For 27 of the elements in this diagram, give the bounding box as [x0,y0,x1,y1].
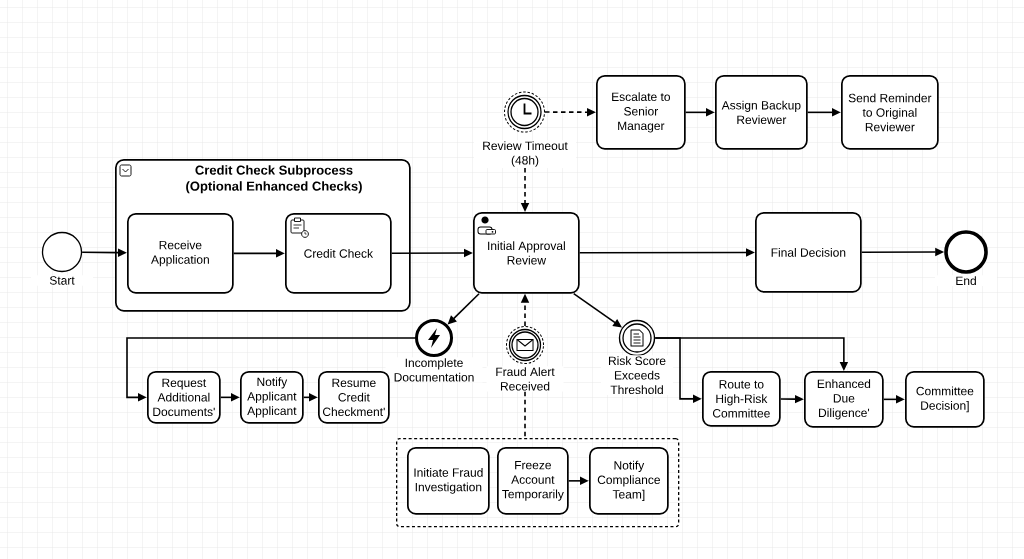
task-box: Escalate to Senior Manager [596,75,686,150]
task-box: Initiate Fraud Investigation [407,447,490,515]
event-label: Start [31,275,93,286]
task-box: Notify Applicant Applicant [240,371,304,424]
arrow [572,292,622,328]
group-box [396,438,680,528]
connector-line [524,390,526,439]
task-box: Initial Approval Review [473,212,580,294]
task-box: Assign Backup Reviewer [715,75,808,150]
task-box: Receive Application [127,213,234,294]
task-box: Credit Check [285,213,392,294]
event-label: Fraud Alert Received [486,366,564,392]
event-label: Review Timeout (48h) [474,140,576,168]
event-label: End [935,275,997,286]
task-box: Notify Compliance Team] [589,447,669,515]
task-box: Final Decision [755,212,862,293]
task-box: Request Additional Documents' [147,371,221,424]
task-box: Route to High-Risk Committee [702,371,781,427]
event-label: Incomplete Documentation [385,357,483,383]
task-box: Send Reminder to Original Reviewer [841,75,939,150]
task-box: Committee Decision] [905,371,985,428]
task-box: Resume Credit Checkment' [318,371,390,424]
event-label: Risk Score Exceeds Threshold [601,355,673,395]
task-box: Freeze Account Temporarily [497,447,569,515]
task-box: Enhanced Due Diligence' [804,371,884,428]
arrow [126,337,416,402]
start-event [41,231,83,273]
